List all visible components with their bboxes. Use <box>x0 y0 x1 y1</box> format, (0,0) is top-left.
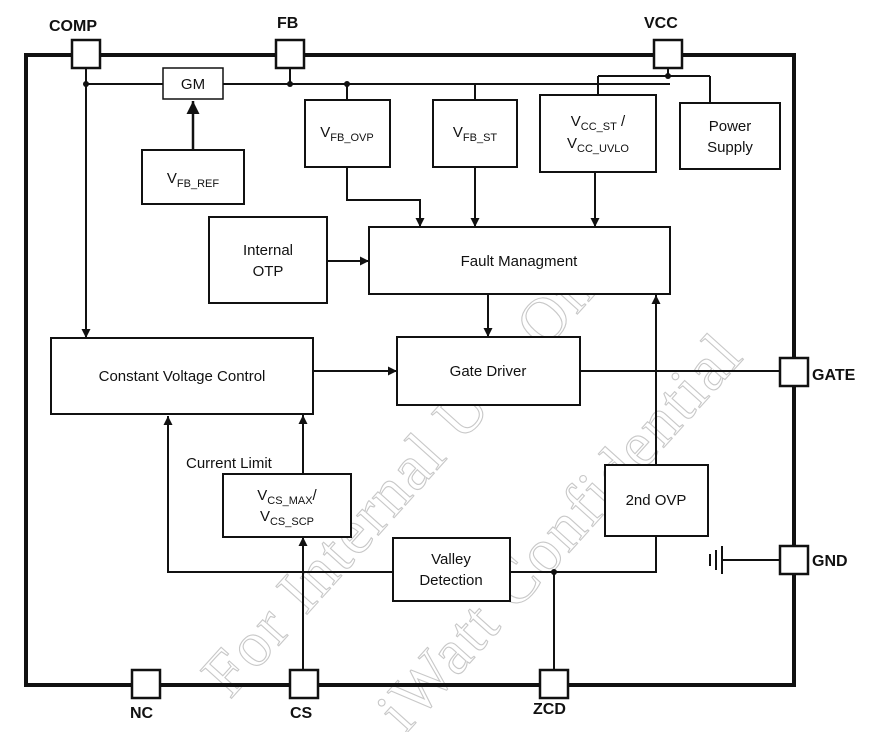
pin-gnd <box>778 544 810 576</box>
pin-label-gnd: GND <box>812 553 848 570</box>
vcc-uvlo-label: VCC_UVLO <box>567 135 629 155</box>
vcs-max-label: VCS_MAX/ <box>257 487 317 507</box>
pin-label-nc: NC <box>130 705 154 722</box>
vfb-ovp-label: VFB_OVP <box>320 124 373 144</box>
ground-icon <box>709 546 723 574</box>
vfb-ref-label: VFB_REF <box>167 170 219 190</box>
internal-otp-label-2: OTP <box>253 263 284 280</box>
block-labels: GM VFB_REF VFB_OVP VFB_ST VCC_ST / VCC_U… <box>99 76 754 589</box>
pin-gate <box>778 356 810 388</box>
power-supply-label-1: Power <box>709 118 752 135</box>
pins: COMP FB VCC GATE GND NC CS ZCD <box>49 15 856 722</box>
pin-label-vcc: VCC <box>644 15 678 32</box>
gm-label: GM <box>181 76 205 93</box>
junctions <box>83 73 671 575</box>
blocks <box>50 67 781 602</box>
vcc-st-label: VCC_ST / <box>571 113 626 133</box>
vfb-ref-block <box>141 149 245 205</box>
vfb-st-block <box>432 99 518 168</box>
second-ovp-label: 2nd OVP <box>626 492 687 509</box>
pin-label-fb: FB <box>277 15 298 32</box>
vcs-max-scp-block <box>222 473 352 538</box>
valley-detection-label-2: Detection <box>419 572 482 589</box>
pin-vcc <box>652 38 684 70</box>
constant-voltage-control-label: Constant Voltage Control <box>99 368 266 385</box>
constant-voltage-control-block <box>50 337 314 415</box>
pin-nc <box>130 668 162 700</box>
pin-label-zcd: ZCD <box>533 701 566 718</box>
current-limit-label: Current Limit <box>186 455 273 472</box>
vcc-st-uvlo-block <box>539 94 657 173</box>
internal-otp-label-1: Internal <box>243 242 293 259</box>
pin-zcd <box>538 668 570 700</box>
pin-cs <box>288 668 320 700</box>
gate-driver-block <box>396 336 581 406</box>
pin-label-cs: CS <box>290 705 313 722</box>
pin-comp <box>70 38 102 70</box>
vfb-ovp-block <box>304 99 391 168</box>
power-supply-label-2: Supply <box>707 139 753 156</box>
fault-management-label: Fault Managment <box>461 253 579 270</box>
second-ovp-block <box>604 464 709 537</box>
internal-otp-block <box>208 216 328 304</box>
power-supply-block <box>679 102 781 170</box>
vcs-scp-label: VCS_SCP <box>260 508 314 528</box>
pin-label-gate: GATE <box>812 367 856 384</box>
valley-detection-block <box>392 537 511 602</box>
pin-label-comp: COMP <box>49 18 97 35</box>
vfb-st-label: VFB_ST <box>453 124 498 144</box>
pin-fb <box>274 38 306 70</box>
gate-driver-label: Gate Driver <box>450 363 527 380</box>
valley-detection-label-1: Valley <box>431 551 471 568</box>
gm-block <box>162 67 224 100</box>
fault-management-block <box>368 226 671 295</box>
